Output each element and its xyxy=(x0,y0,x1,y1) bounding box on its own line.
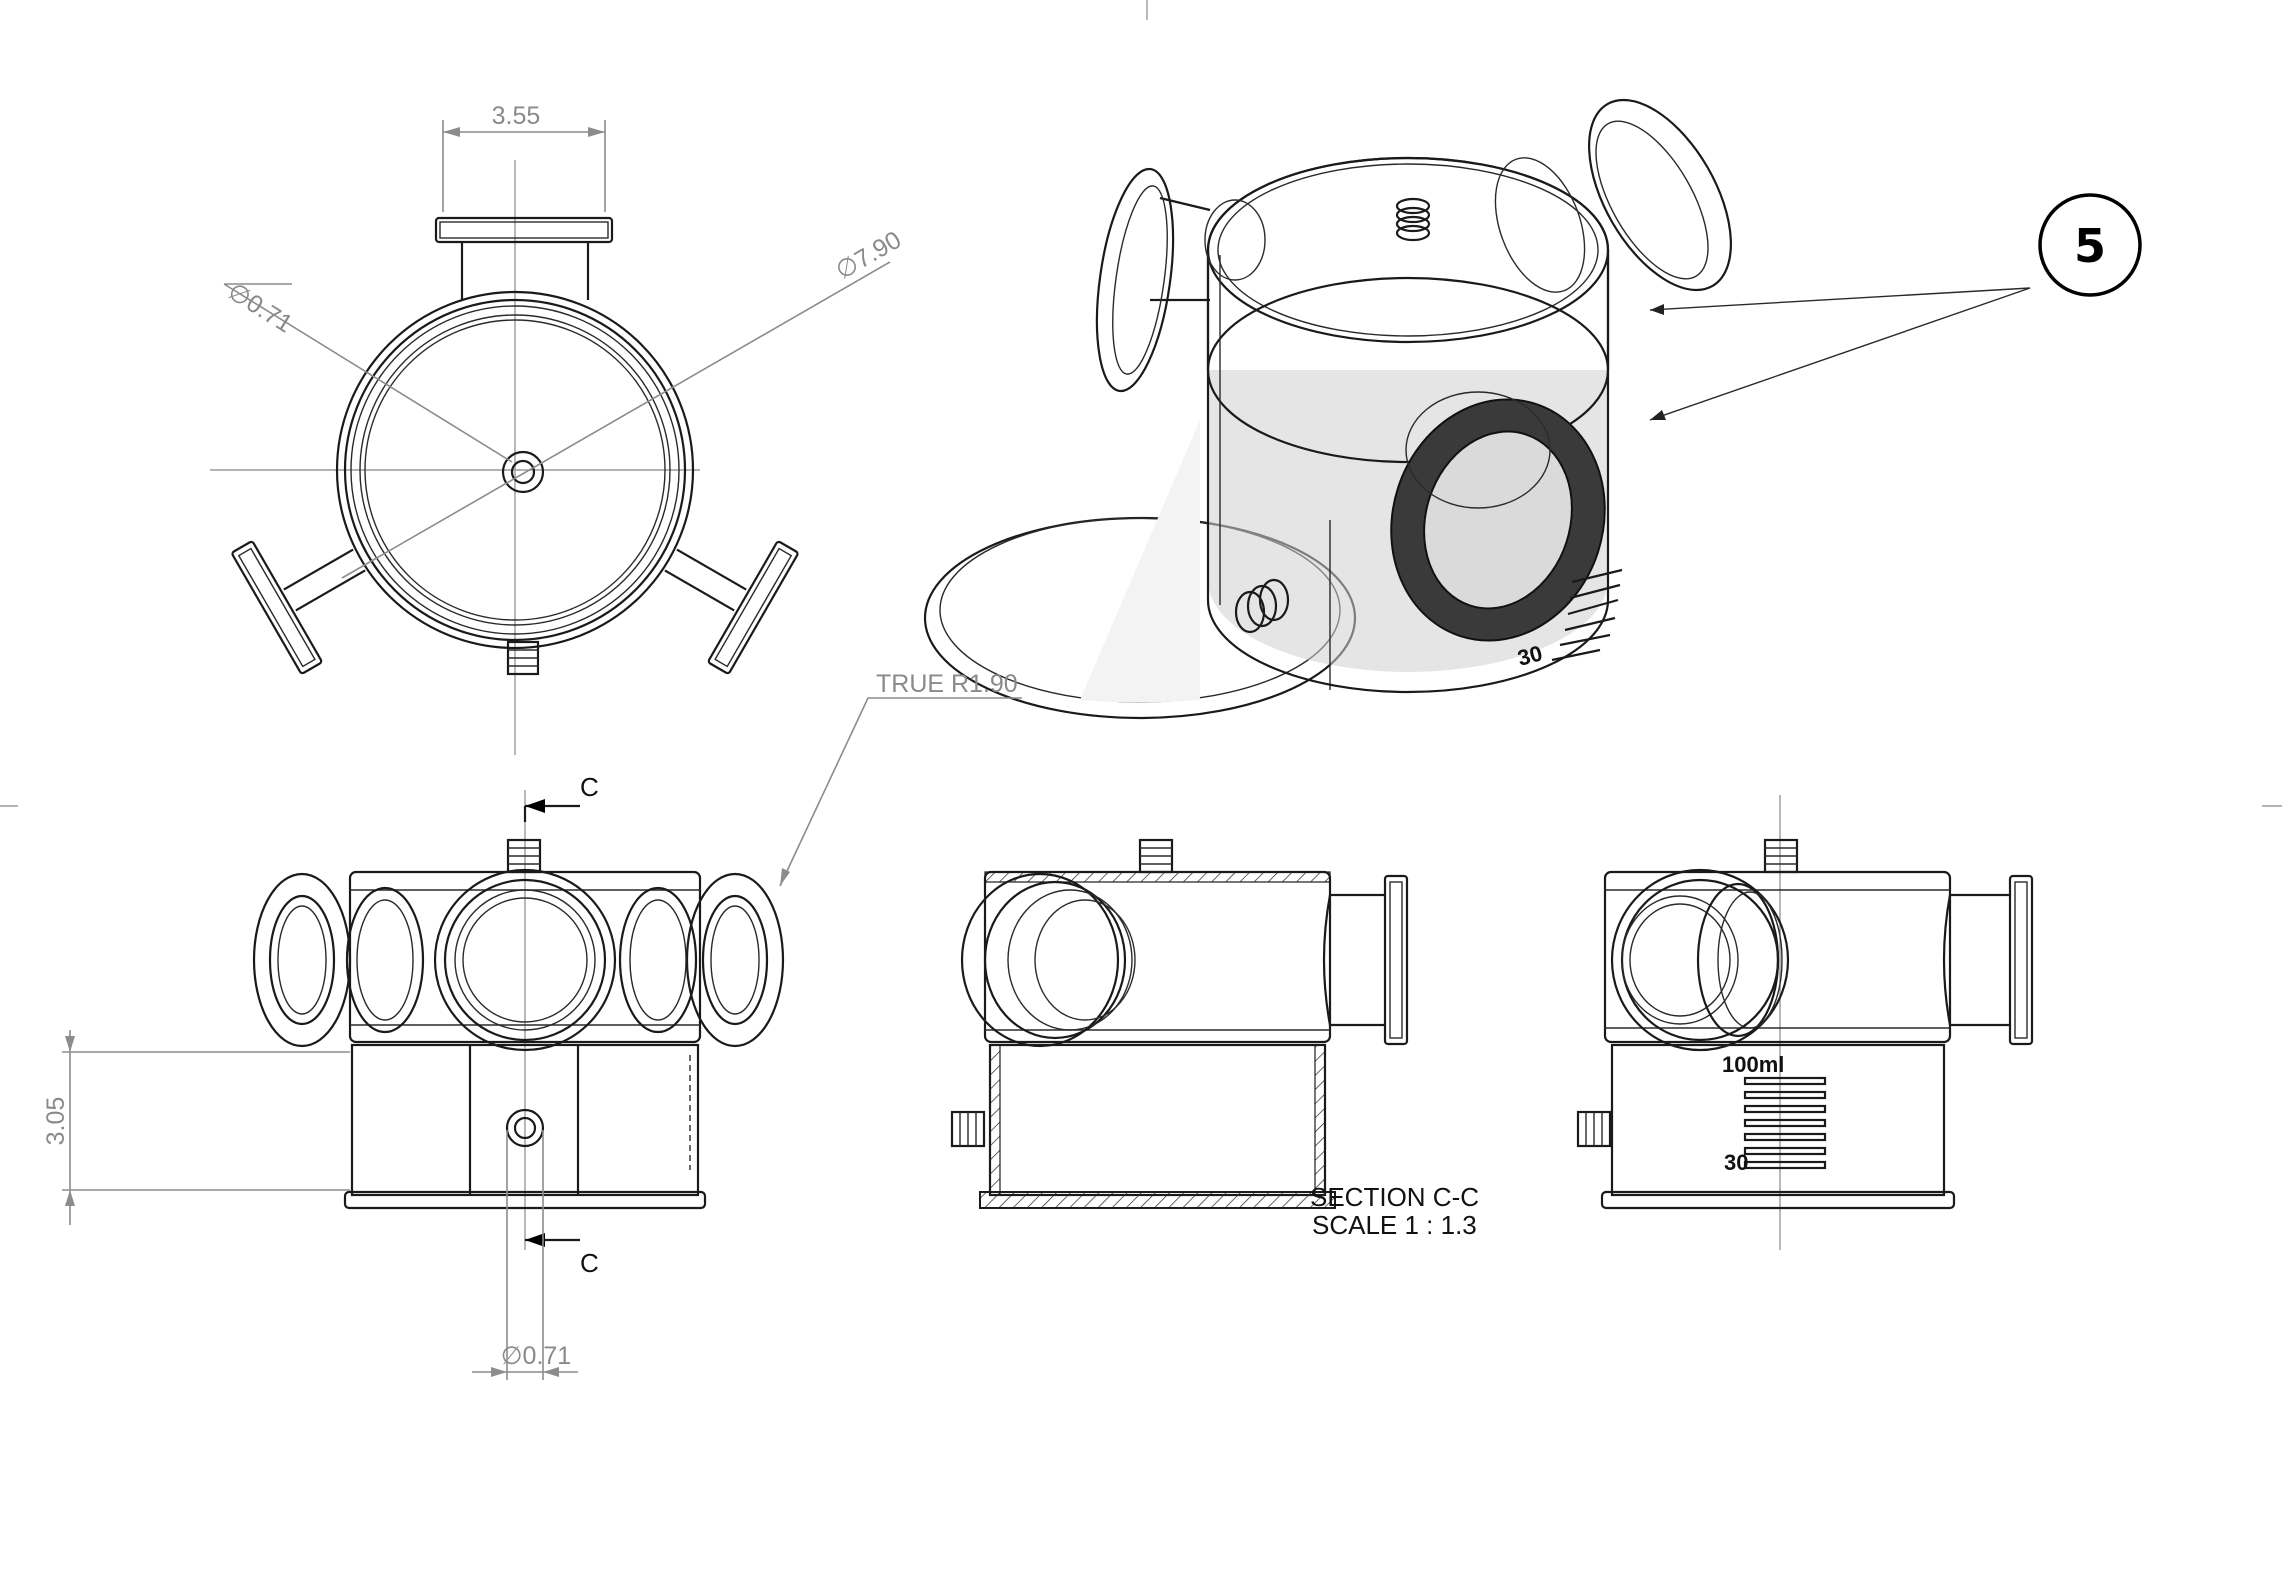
right-side-view xyxy=(1576,795,2034,1250)
sheet-border-ticks xyxy=(0,0,2282,807)
graduation-label-top: 100ml xyxy=(1722,1052,1784,1077)
section-marker-top: C xyxy=(580,772,599,802)
dim-front-hole-dia: ∅0.71 xyxy=(501,1342,571,1370)
dim-top-width: 3.55 xyxy=(492,102,541,130)
isometric-view xyxy=(923,98,2142,720)
dim-true-radius: TRUE R1.90 xyxy=(876,670,1018,698)
dim-top-outer-dia: ∅7.90 xyxy=(831,226,906,285)
top-view xyxy=(210,120,891,755)
graduation-label-bottom: 30 xyxy=(1724,1150,1748,1175)
section-scale: SCALE 1 : 1.3 xyxy=(1312,1210,1477,1240)
iso-graduations xyxy=(1551,568,1623,662)
section-view xyxy=(950,838,1409,1209)
section-marker-bottom: C xyxy=(580,1248,599,1278)
side-graduations xyxy=(1743,1076,1827,1170)
dim-top-small-dia: ∅0.71 xyxy=(223,277,298,338)
front-view xyxy=(62,697,1022,1380)
item-balloon: 5 xyxy=(2074,219,2106,273)
section-title: SECTION C-C xyxy=(1310,1182,1479,1212)
dim-front-height: 3.05 xyxy=(42,1097,70,1146)
